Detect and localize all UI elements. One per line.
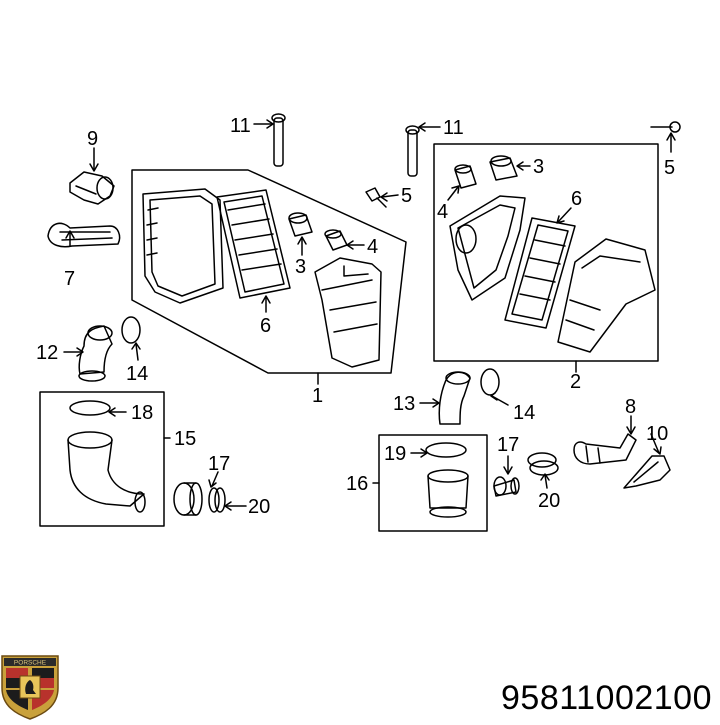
callout-15: 15 xyxy=(174,428,196,450)
part-4-grommet-left xyxy=(324,229,348,251)
porsche-crest-icon: PORSCHE xyxy=(0,654,60,720)
part-3-sleeve-left xyxy=(288,212,313,237)
callout-2: 2 xyxy=(570,371,581,393)
callout-7: 7 xyxy=(64,268,75,290)
callout-4-right: 4 xyxy=(437,201,448,223)
part-4-grommet-right xyxy=(454,164,477,189)
part-19-clamp xyxy=(425,442,467,458)
callout-17-left: 17 xyxy=(208,453,230,475)
callout-1: 1 xyxy=(312,385,323,407)
part-8-hose xyxy=(573,433,637,465)
part-9-intake-scoop xyxy=(69,171,115,205)
callout-16: 16 xyxy=(346,473,368,495)
callout-19: 19 xyxy=(384,443,406,465)
leader-lines xyxy=(63,119,676,511)
part-lower-housing-right xyxy=(449,195,526,301)
part-17-coupler-right xyxy=(493,476,520,497)
group-15-frame xyxy=(39,391,165,527)
group-2-frame xyxy=(433,143,659,362)
callout-12: 12 xyxy=(36,342,58,364)
callout-10: 10 xyxy=(646,423,668,445)
part-14-seal-right xyxy=(480,368,500,396)
part-6-filter-right xyxy=(504,217,576,329)
part-11-left-bolt xyxy=(271,113,286,167)
callout-14-right: 14 xyxy=(513,402,535,424)
callout-9: 9 xyxy=(87,128,98,150)
part-18-clamp xyxy=(69,400,111,416)
part-lower-housing-left xyxy=(142,188,224,304)
part-11-right-bolt xyxy=(405,125,420,177)
part-12-elbow xyxy=(78,325,113,382)
part-3-sleeve-right xyxy=(489,155,518,181)
part-13-elbow xyxy=(438,371,471,425)
callout-14-left: 14 xyxy=(126,363,148,385)
callout-3-left: 3 xyxy=(295,256,306,278)
callout-6-right: 6 xyxy=(571,188,582,210)
callout-17-right: 17 xyxy=(497,434,519,456)
callout-labels: 11 11 9 7 3 4 6 5 1 3 4 6 5 2 12 14 18 1… xyxy=(36,115,675,518)
part-20-clamp-left xyxy=(208,487,226,513)
callout-4-left: 4 xyxy=(367,236,378,258)
part-number: 95811002100 xyxy=(501,679,712,717)
callout-11-left: 11 xyxy=(230,115,251,137)
part-15-air-duct xyxy=(67,431,146,513)
part-cover-left xyxy=(314,257,382,368)
part-16-housing xyxy=(427,469,469,518)
callout-6-left: 6 xyxy=(260,315,271,337)
part-5-screw-right xyxy=(650,121,681,133)
part-cover-right xyxy=(557,238,656,353)
callout-8: 8 xyxy=(625,396,636,418)
callout-20-right: 20 xyxy=(538,490,560,512)
part-10-bracket xyxy=(623,455,671,489)
callout-3-right: 3 xyxy=(533,156,544,178)
callout-20-left: 20 xyxy=(248,496,270,518)
part-17-coupler-left xyxy=(173,482,203,516)
group-1-frame xyxy=(131,169,407,374)
callout-11-right: 11 xyxy=(443,117,464,139)
part-7-duct xyxy=(47,222,121,248)
logo-text: PORSCHE xyxy=(14,660,47,667)
part-14-seal-left xyxy=(121,316,141,344)
part-6-filter-left xyxy=(216,189,291,299)
part-20-clamp-right xyxy=(527,452,559,476)
callout-13: 13 xyxy=(393,393,415,415)
callout-5-right: 5 xyxy=(664,157,675,179)
callout-5-left: 5 xyxy=(401,185,412,207)
callout-18: 18 xyxy=(131,402,153,424)
part-5-screw-left xyxy=(365,187,387,208)
